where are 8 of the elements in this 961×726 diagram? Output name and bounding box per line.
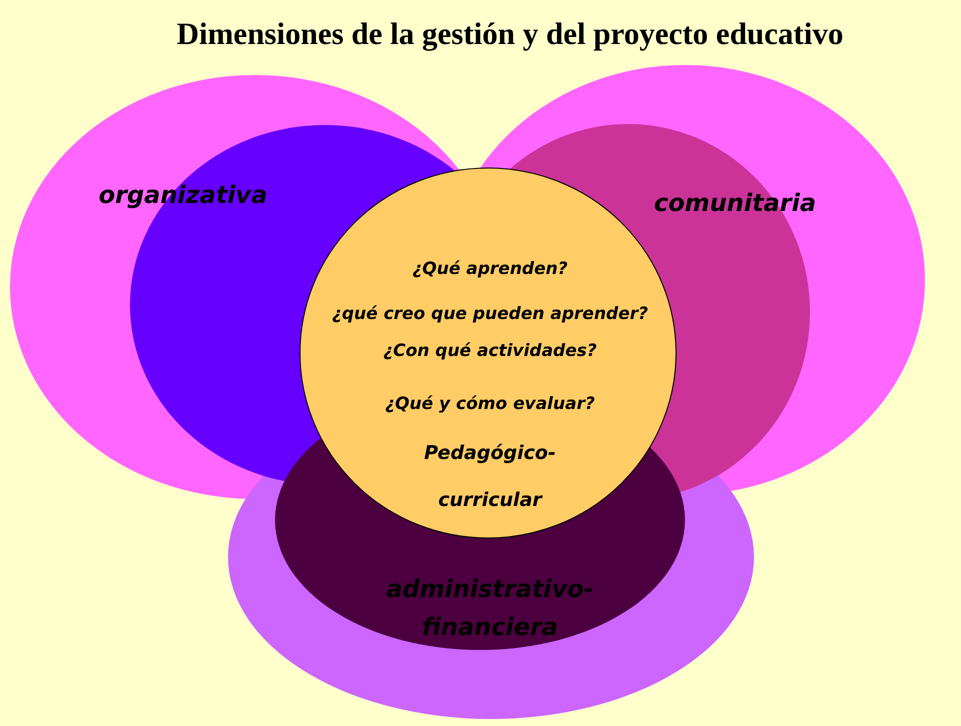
question-text: ¿Qué aprenden?	[411, 258, 569, 280]
question-text: ¿Con qué actividades?	[382, 340, 598, 362]
question-text: ¿Qué y cómo evaluar?	[384, 393, 596, 415]
question-text: ¿qué creo que pueden aprender?	[330, 303, 649, 325]
dimension-label: comunitaria	[652, 188, 818, 219]
dimension-label: administrativo- financiera	[385, 574, 595, 643]
dimension-label: Pedagógico- curricular	[423, 441, 557, 513]
title: Dimensiones de la gestión y del proyecto educativo	[176, 15, 844, 53]
